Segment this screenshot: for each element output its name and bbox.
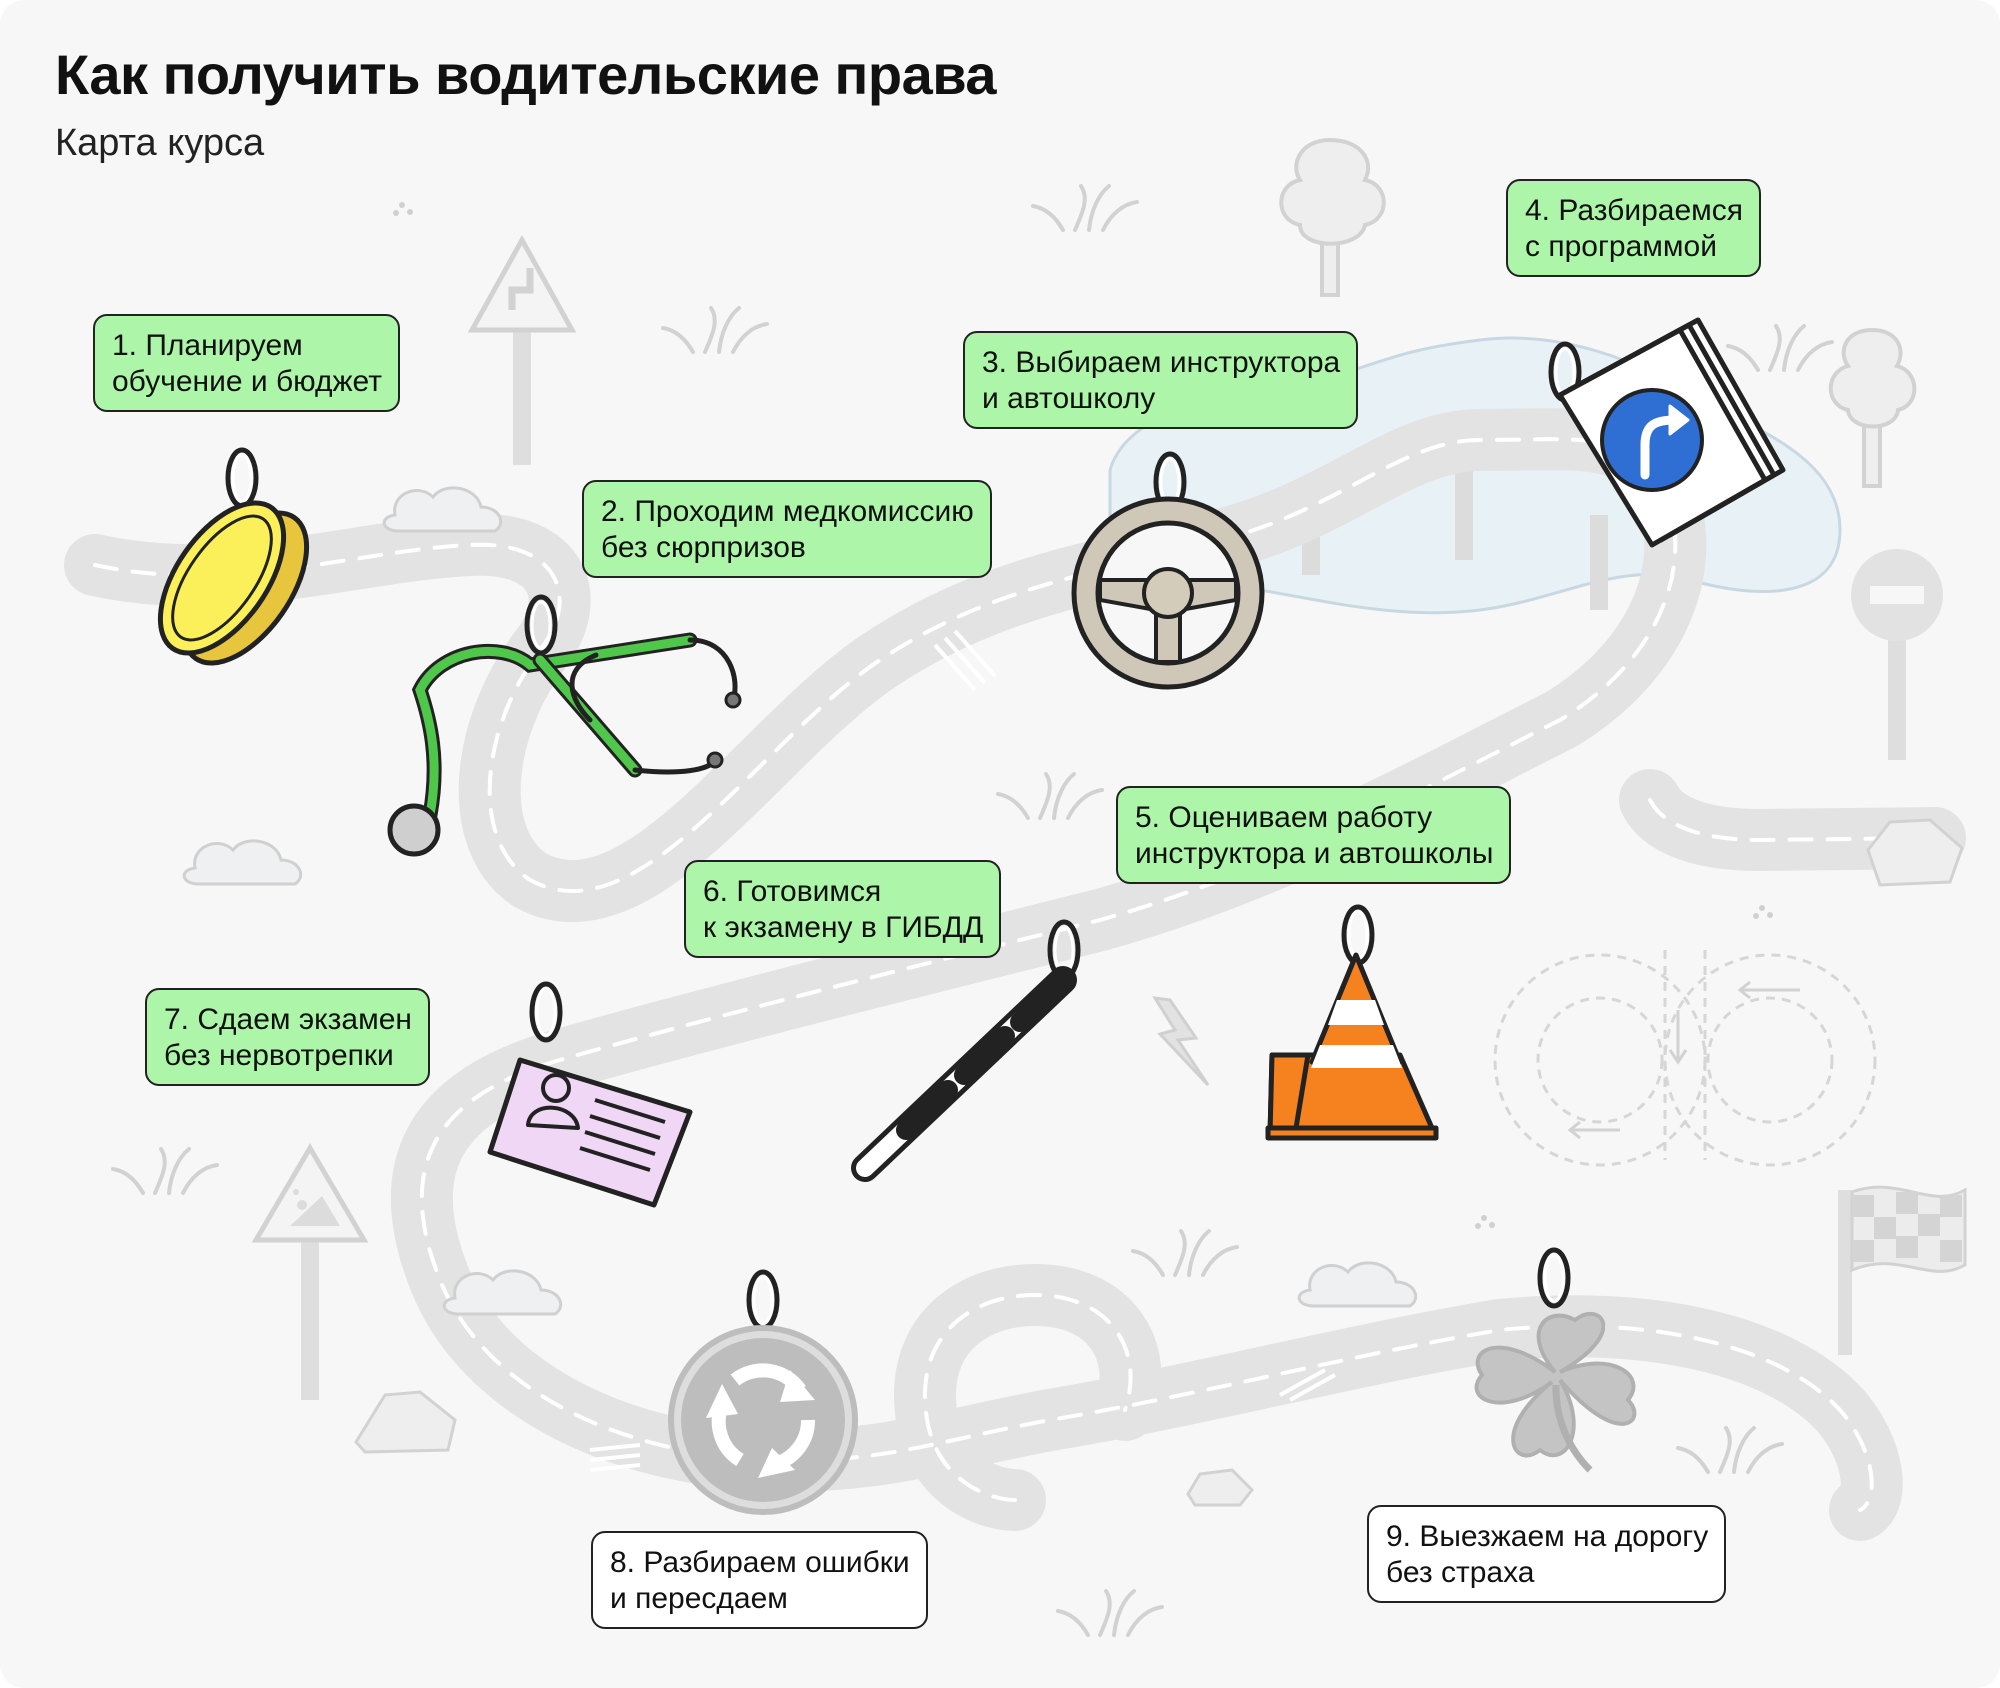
step-1-line-2: обучение и бюджет xyxy=(112,365,382,398)
step-4-label: 4. Разбираемся с программой xyxy=(1506,179,1761,277)
step-1-label: 1. Планируем обучение и бюджет xyxy=(93,314,400,412)
step-9-line-1: 9. Выезжаем на дорогу xyxy=(1386,1520,1709,1553)
no-entry-sign-icon xyxy=(1851,549,1943,760)
step-7-line-2: без нервотрепки xyxy=(164,1039,394,1072)
lightning-icon xyxy=(1152,996,1210,1087)
rock-icon xyxy=(354,818,1964,1507)
step-6-line-2: к экзамену в ГИБДД xyxy=(703,911,984,944)
step-5-line-1: 5. Оцениваем работу xyxy=(1135,801,1433,834)
step-1-line-1: 1. Планируем xyxy=(112,329,303,362)
road-sign-cards-icon xyxy=(1551,317,1786,548)
step-8-line-1: 8. Разбираем ошибки xyxy=(610,1546,910,1579)
step-6-line-1: 6. Готовимся xyxy=(703,875,882,908)
traffic-cone-icon xyxy=(1265,907,1439,1141)
step-3-line-2: и автошколу xyxy=(982,382,1156,415)
step-2-line-1: 2. Проходим медкомиссию xyxy=(601,495,974,528)
stethoscope-icon xyxy=(387,597,742,857)
step-2-line-2: без сюрпризов xyxy=(601,531,806,564)
id-card-icon xyxy=(487,984,693,1208)
step-8-label: 8. Разбираем ошибки и пересдаем xyxy=(591,1531,928,1629)
page-subtitle: Карта курса xyxy=(55,122,265,164)
step-7-line-1: 7. Сдаем экзамен xyxy=(164,1003,412,1036)
falling-rocks-sign-icon xyxy=(251,1143,369,1400)
crosswalk-icon xyxy=(589,629,1336,1472)
step-2-label: 2. Проходим медкомиссию без сюрпризов xyxy=(582,480,992,578)
parking-marks-icon xyxy=(1493,950,1877,1167)
finish-flag-icon xyxy=(1838,1185,1967,1355)
traffic-baton-icon xyxy=(851,922,1078,1182)
step-3-line-1: 3. Выбираем инструктора xyxy=(982,346,1341,379)
steering-wheel-icon xyxy=(1071,454,1265,690)
step-9-line-2: без страха xyxy=(1386,1556,1535,1589)
page-title: Как получить водительские права xyxy=(55,43,997,106)
step-5-line-2: инструктора и автошколы xyxy=(1135,837,1494,870)
winding-road-sign-icon xyxy=(467,234,577,465)
step-8-line-2: и пересдаем xyxy=(610,1582,788,1615)
step-4-line-2: с программой xyxy=(1525,230,1717,263)
coin-icon xyxy=(157,450,310,666)
tree-icon xyxy=(1279,137,1917,488)
road-icon xyxy=(64,408,1966,1541)
step-4-line-1: 4. Разбираемся xyxy=(1525,194,1743,227)
step-9-label: 9. Выезжаем на дорогу без страха xyxy=(1367,1505,1727,1603)
step-7-label: 7. Сдаем экзамен без нервотрепки xyxy=(145,988,430,1086)
dots-icon xyxy=(393,202,1773,1229)
step-6-label: 6. Готовимся к экзамену в ГИБДД xyxy=(684,860,1002,958)
roundabout-sign-icon xyxy=(668,1272,858,1515)
step-5-label: 5. Оцениваем работу инструктора и автошк… xyxy=(1116,786,1512,884)
clover-icon xyxy=(1474,1250,1637,1473)
step-3-label: 3. Выбираем инструктора и автошколу xyxy=(963,331,1359,429)
